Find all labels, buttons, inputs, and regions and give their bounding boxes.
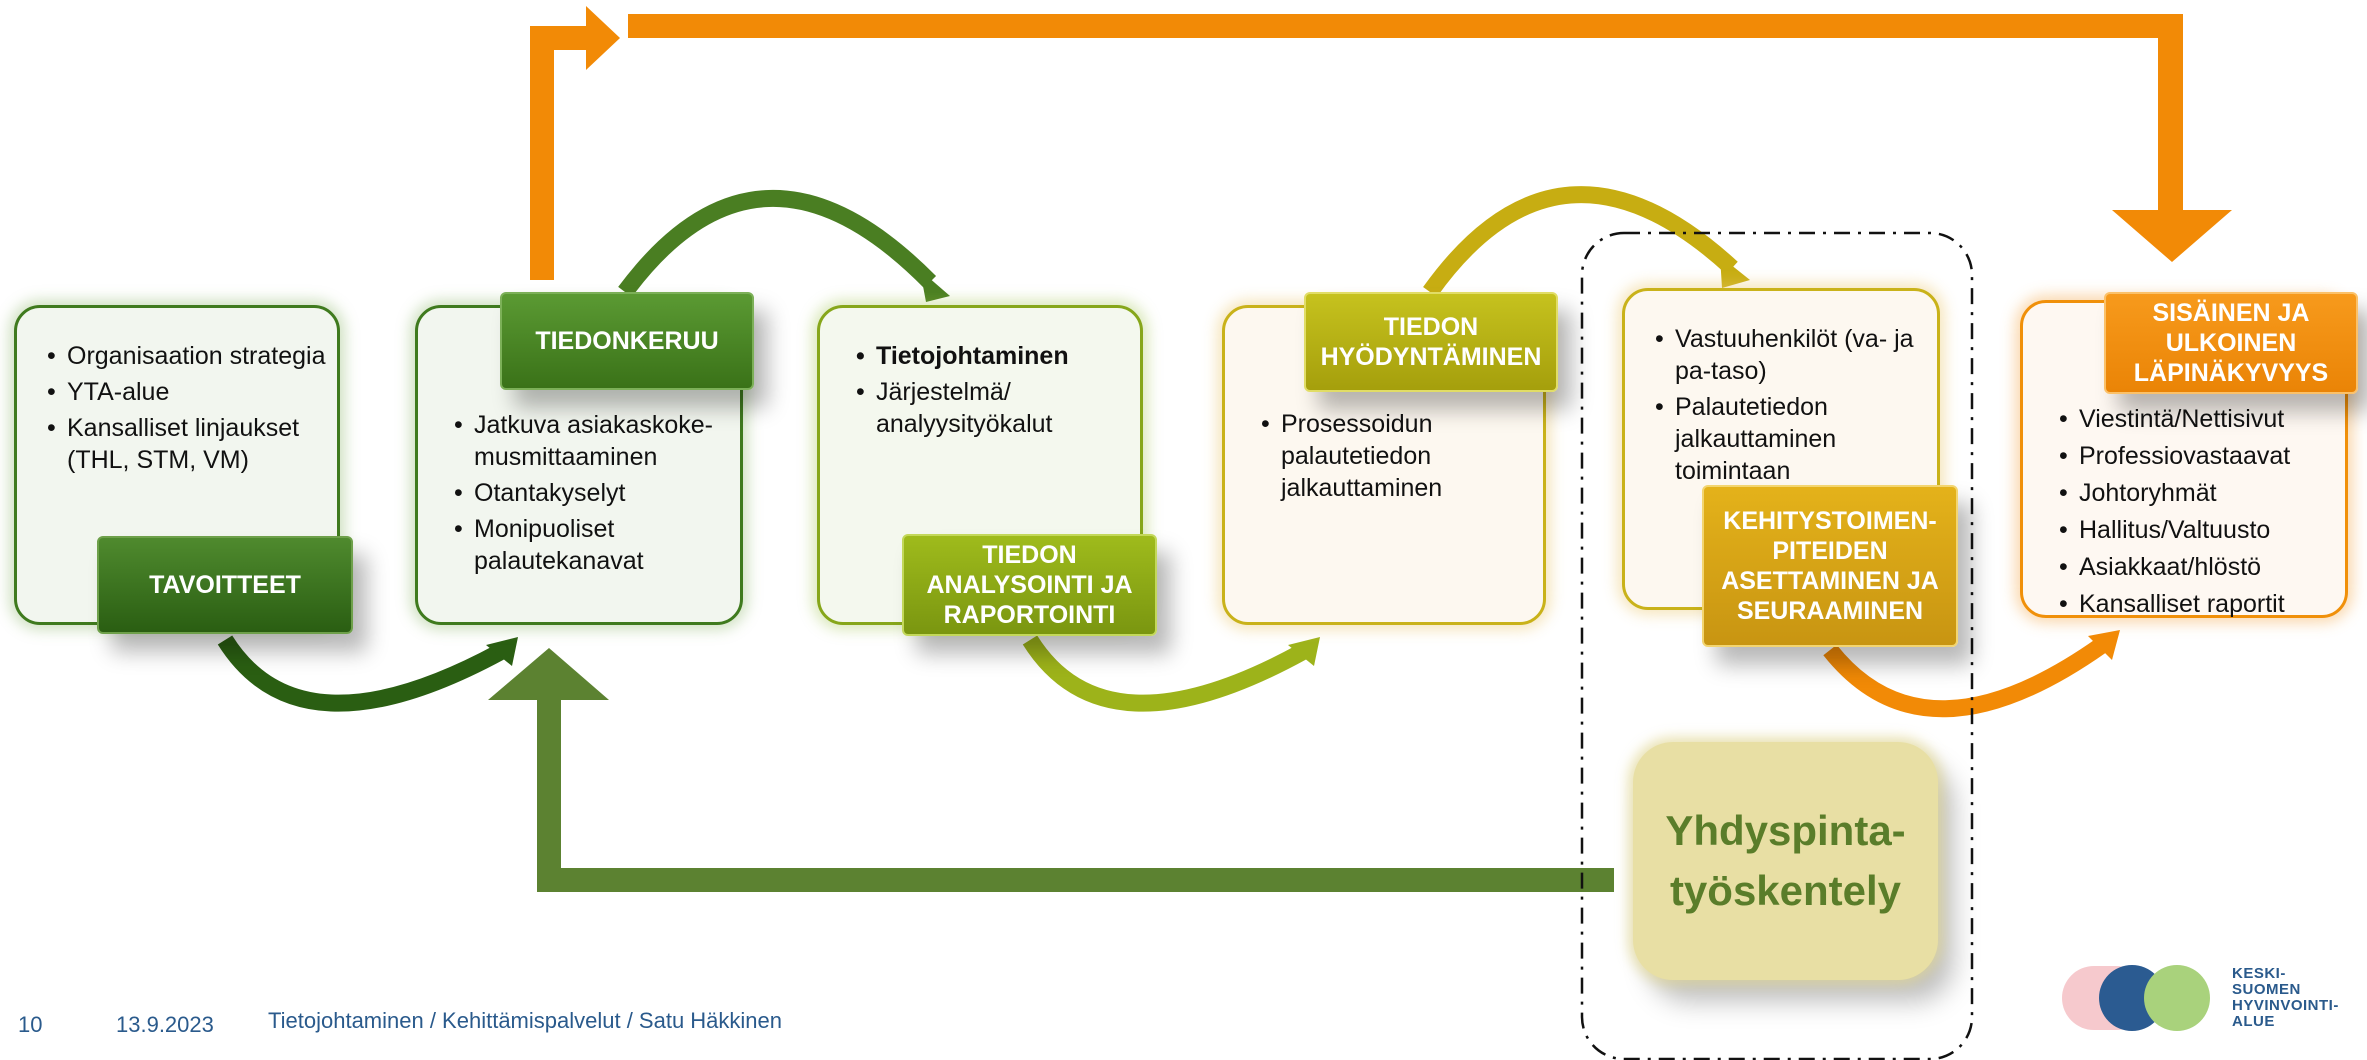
list-item: Tietojohtaminen: [856, 340, 1126, 372]
list-item: Palautetiedon jalkauttaminen toimintaan: [1655, 391, 1925, 487]
logo-line: HYVINVOINTI-: [2232, 997, 2339, 1014]
lapinakyvyys-list: Viestintä/Nettisivut Professiovastaavat …: [2059, 403, 2349, 625]
tavoitteet-label: TAVOITTEET: [97, 536, 353, 634]
tavoitteet-list: Organisaation strategia YTA-alue Kansall…: [47, 340, 327, 480]
logo-text: KESKI- SUOMEN HYVINVOINTI- ALUE: [2232, 966, 2339, 1030]
analysointi-label: TIEDON ANALYSOINTI JA RAPORTOINTI: [902, 534, 1157, 636]
list-item: Jatkuva asiakaskoke-musmittaaminen: [454, 409, 724, 473]
list-item: Otantakyselyt: [454, 477, 724, 509]
footer-text: Tietojohtaminen / Kehittämispalvelut / S…: [268, 1008, 783, 1033]
logo-line: SUOMEN: [2232, 981, 2301, 998]
list-item: Prosessoidun palautetiedon jalkauttamine…: [1261, 408, 1531, 504]
list-item: Professiovastaavat: [2059, 440, 2349, 472]
tiedonkeruu-label: TIEDONKERUU: [500, 292, 754, 390]
list-item: Monipuoliset palautekanavat: [454, 513, 724, 577]
analysointi-list: Tietojohtaminen Järjestelmä/ analyysityö…: [856, 340, 1126, 444]
tiedonkeruu-list: Jatkuva asiakaskoke-musmittaaminen Otant…: [454, 409, 724, 581]
group-boundary: [1580, 231, 1974, 1060]
list-item: Kansalliset linjaukset (THL, STM, VM): [47, 412, 327, 476]
organization-logo-icon: [2062, 965, 2210, 1031]
list-item: YTA-alue: [47, 376, 327, 408]
hyodyntaminen-list: Prosessoidun palautetiedon jalkauttamine…: [1261, 408, 1531, 508]
list-item: Asiakkaat/hlöstö: [2059, 551, 2349, 583]
kehitys-list: Vastuuhenkilöt (va- ja pa-taso) Palautet…: [1655, 323, 1925, 488]
curved-arrows: [217, 186, 2107, 718]
page-number: 10: [18, 1012, 43, 1037]
lapinakyvyys-label: SISÄINEN JA ULKOINEN LÄPINÄKYVYYS: [2104, 292, 2358, 394]
list-item: Kansalliset raportit: [2059, 588, 2349, 620]
list-item: Järjestelmä/ analyysityökalut: [856, 376, 1126, 440]
feedback-green-arrow: [488, 648, 1614, 892]
logo-line: ALUE: [2232, 1013, 2275, 1030]
yhdyspinta-box: Yhdyspinta- työskentely: [1633, 742, 1938, 980]
list-item: Johtoryhmät: [2059, 477, 2349, 509]
list-item: Organisaation strategia: [47, 340, 327, 372]
kehitys-label: KEHITYSTOIMEN-PITEIDEN ASETTAMINEN JA SE…: [1702, 485, 1958, 647]
top-orange-arrow: [530, 6, 2232, 280]
logo-line: KESKI-: [2232, 965, 2286, 982]
curved-arrow-heads: [486, 256, 2120, 666]
list-item: Hallitus/Valtuusto: [2059, 514, 2349, 546]
hyodyntaminen-label: TIEDON HYÖDYNTÄMINEN: [1304, 292, 1558, 392]
list-item: Viestintä/Nettisivut: [2059, 403, 2349, 435]
list-item: Vastuuhenkilöt (va- ja pa-taso): [1655, 323, 1925, 387]
footer-date: 13.9.2023: [116, 1012, 214, 1037]
